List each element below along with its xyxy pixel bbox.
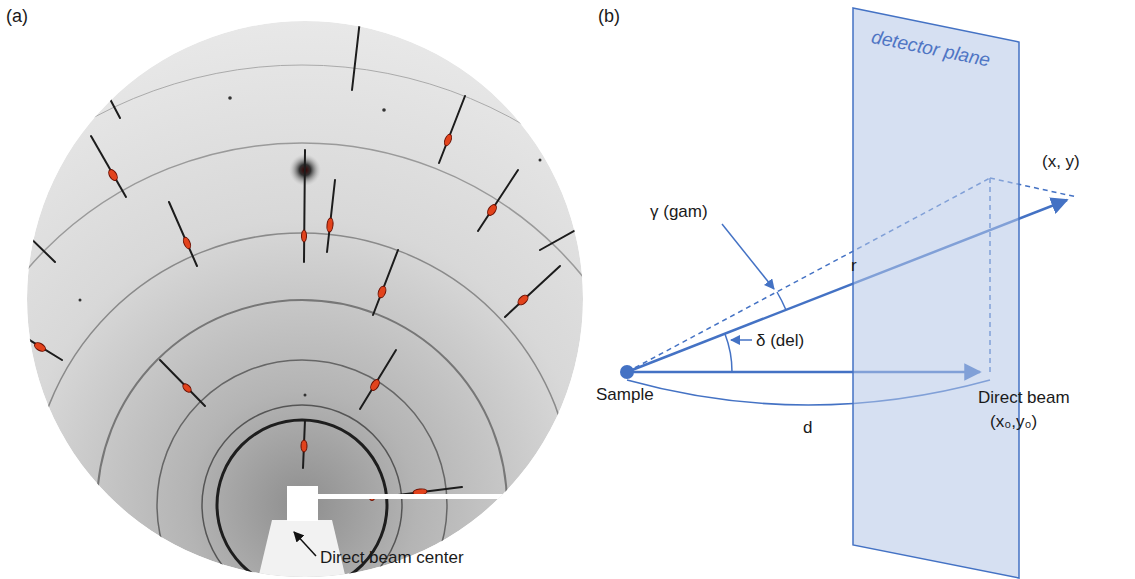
- callout-label: Direct beam center: [320, 548, 464, 568]
- panel-label: (b): [598, 6, 620, 27]
- distance-label: d: [803, 418, 812, 438]
- point-label: Direct beam: [978, 388, 1070, 408]
- plane-outline: [852, 6, 1020, 579]
- point-label: (x, y): [1042, 152, 1080, 172]
- angle-label: γ (gam): [650, 202, 708, 222]
- detector-plane: detector plane: [852, 6, 1020, 579]
- distance-label: r: [851, 256, 857, 276]
- point-label: Sample: [596, 385, 654, 405]
- panel-label: (a): [6, 6, 28, 27]
- diffraction-image: [0, 20, 742, 579]
- angle-label: δ (del): [756, 331, 804, 351]
- point-label: (x₀,y₀): [990, 412, 1037, 432]
- leader-arrow: [294, 532, 316, 556]
